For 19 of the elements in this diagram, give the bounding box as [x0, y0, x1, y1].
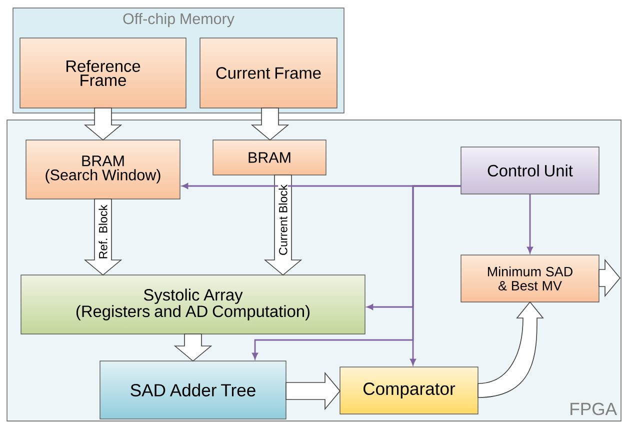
- control-line: [410, 185, 461, 366]
- edge-label: Current Block: [278, 184, 288, 256]
- block-arrow: [250, 108, 290, 141]
- control-box: Control Unit: [460, 146, 600, 194]
- block-arrow: [478, 302, 544, 398]
- block-arrow: [286, 372, 341, 410]
- array-box: Systolic Array (Registers and AD Computation): [20, 274, 366, 334]
- comparator-box: Comparator: [340, 366, 478, 414]
- frame-box: Reference Frame: [20, 38, 186, 108]
- memory-box: BRAM (Search Window): [26, 140, 180, 200]
- block-arrow: [598, 258, 621, 298]
- edge-label: Ref. Block: [98, 204, 108, 260]
- memory-box: BRAM: [212, 140, 326, 176]
- block-arrow: [84, 108, 122, 141]
- control-line: [527, 194, 533, 254]
- frame-box: Current Frame: [200, 38, 338, 108]
- adder-box: SAD Adder Tree: [100, 360, 286, 420]
- block-arrow: [174, 334, 212, 362]
- result-box: Minimum SAD & Best MV: [460, 254, 600, 302]
